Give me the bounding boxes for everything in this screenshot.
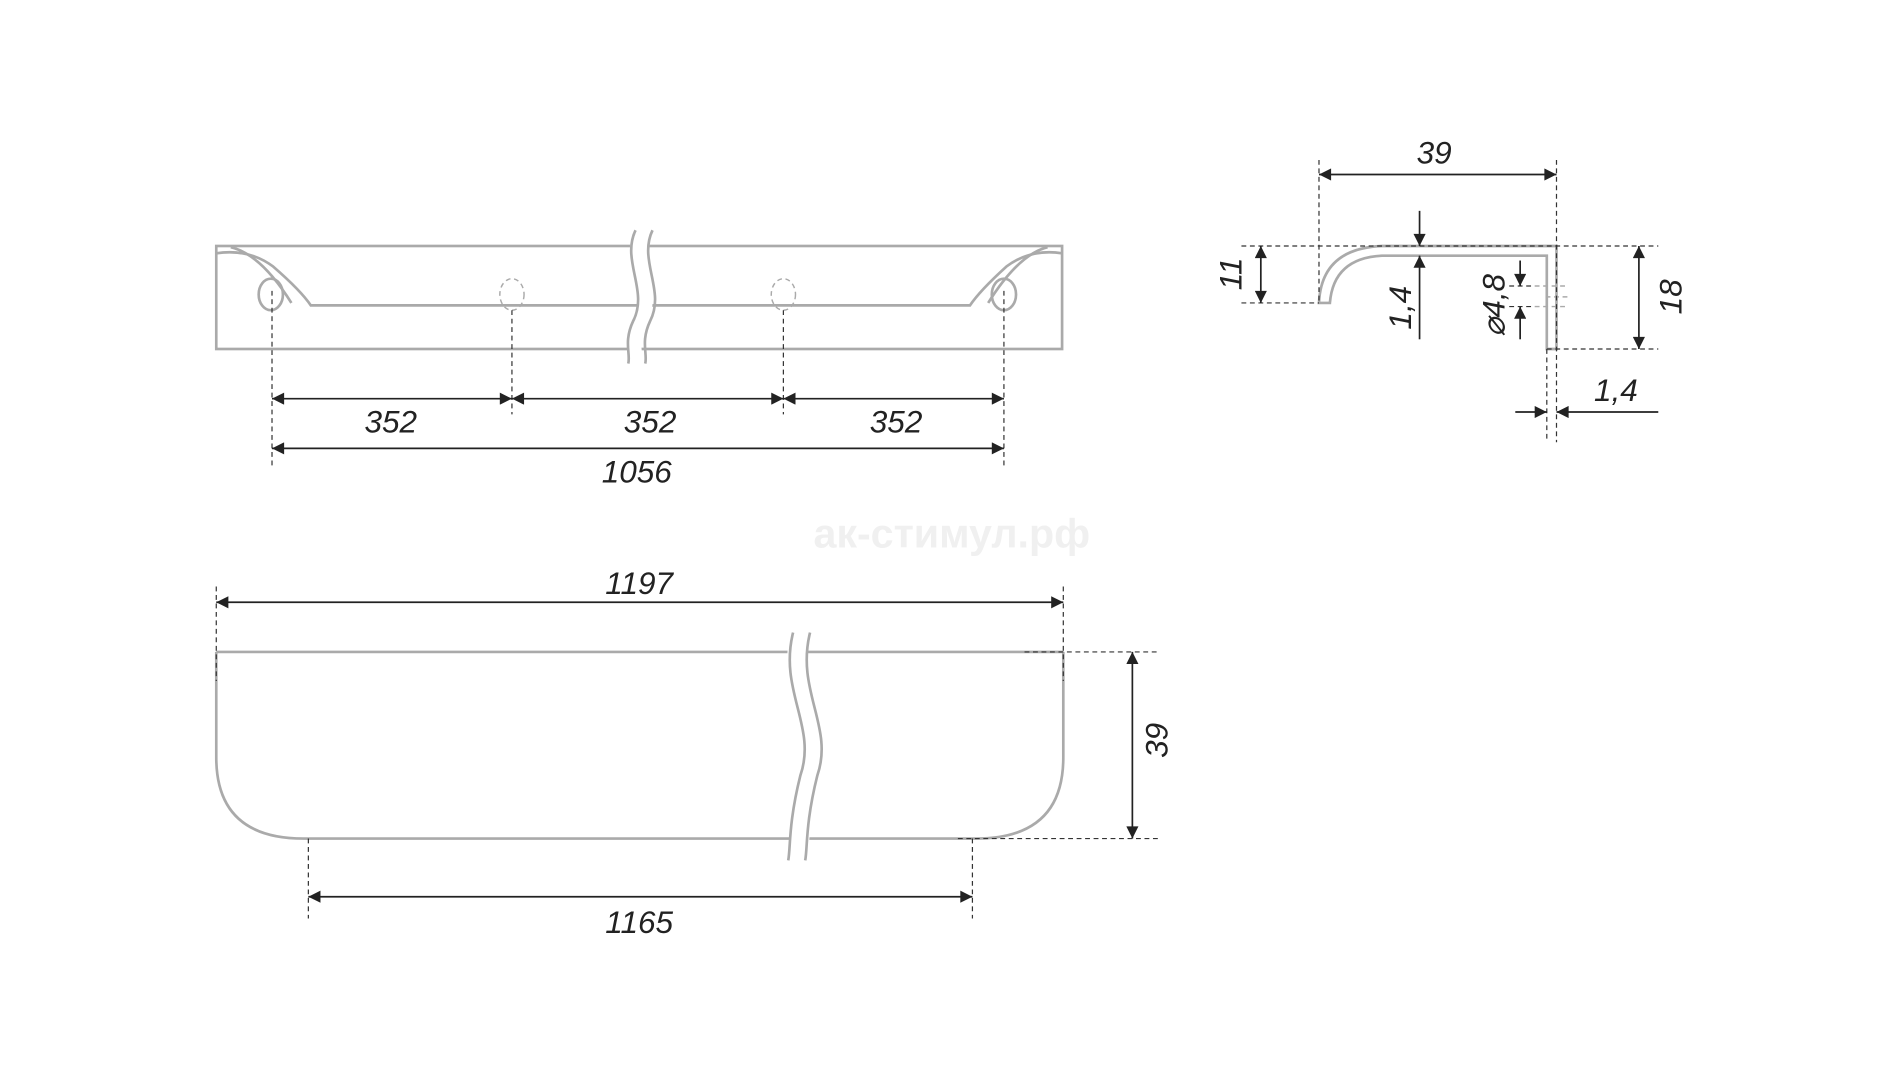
watermark: ак-стимул.рф — [813, 511, 1090, 557]
dim-wall-thickness-side: 1,4 — [1594, 372, 1638, 408]
dim-profile-height: 18 — [1652, 279, 1688, 315]
profile-view: 39 11 1,4 ⌀4,8 18 1,4 — [1212, 135, 1688, 443]
bottom-view: 1197 39 1165 — [214, 565, 1175, 940]
dim-overall-length: 1197 — [605, 565, 674, 601]
dim-profile-width: 39 — [1417, 135, 1452, 171]
dim-spacing-2: 352 — [624, 404, 677, 440]
dim-hole-diameter: ⌀4,8 — [1475, 274, 1511, 337]
dim-lip-height: 11 — [1212, 258, 1248, 291]
dim-bottom-length: 1165 — [605, 904, 673, 940]
top-view: 352 352 352 1056 — [214, 227, 1064, 489]
dim-depth: 39 — [1139, 723, 1175, 758]
dim-spacing-3: 352 — [870, 404, 923, 440]
dim-hole-span: 1056 — [602, 453, 673, 489]
dim-spacing-1: 352 — [364, 404, 417, 440]
dim-wall-thickness-top: 1,4 — [1382, 286, 1418, 330]
